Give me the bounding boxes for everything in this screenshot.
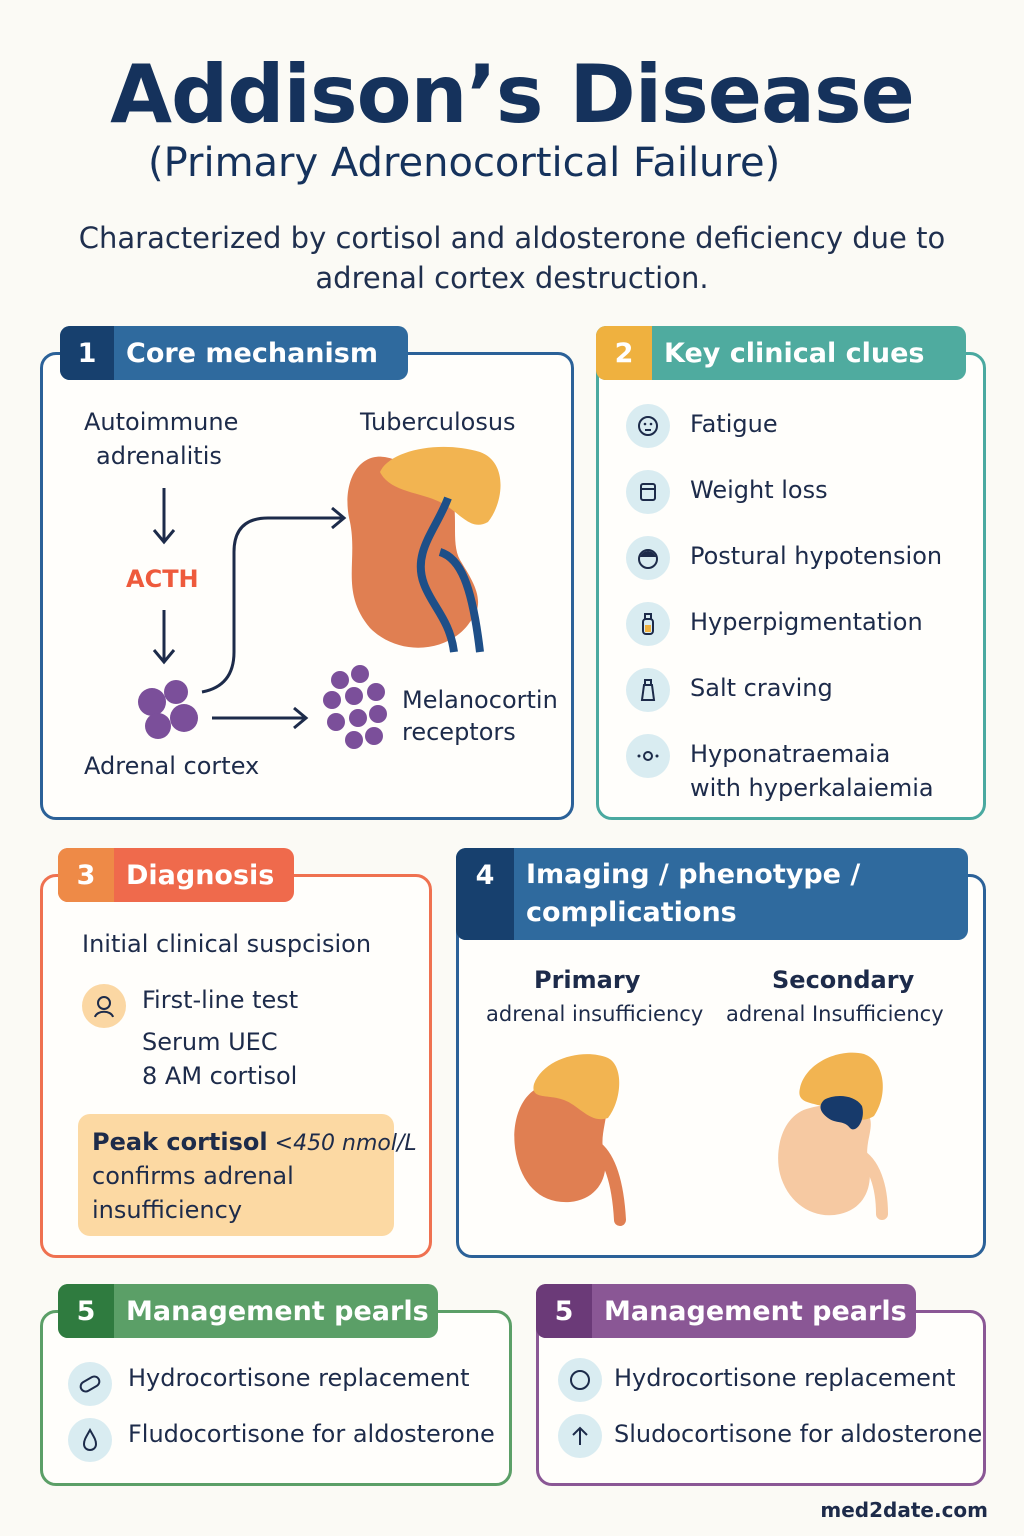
- autoimmune-label: Autoimmune: [84, 408, 239, 436]
- clinical-clue-label: Hyperpigmentation: [690, 608, 923, 636]
- page-title: Addison’s Disease: [110, 48, 915, 141]
- receptor-cells-icon: [323, 665, 387, 749]
- kidney-icon: [347, 446, 501, 653]
- head-icon: [626, 536, 670, 580]
- section-title: Diagnosis: [126, 859, 275, 891]
- diagnosis-header: 3 Diagnosis: [58, 848, 294, 902]
- curved-arrow-icon: [201, 506, 347, 694]
- section-title-line1: Imaging / phenotype /: [526, 859, 861, 890]
- first-line-test: First-line test: [142, 986, 299, 1014]
- footer-site: med2date.com: [820, 1498, 988, 1522]
- primary-kidney-icon: [514, 1054, 626, 1226]
- section-title: Management pearls: [604, 1295, 907, 1327]
- ion-icon: [626, 734, 670, 778]
- adrenalitis-label: adrenalitis: [96, 442, 222, 470]
- face-icon: [626, 404, 670, 448]
- melanocortin-label: Melanocortin: [402, 686, 558, 714]
- clinical-clue-label-line2: with hyperkalaiemia: [690, 774, 934, 802]
- tuberculosus-label: Tuberculosus: [360, 408, 516, 436]
- core-mechanism-header: 1 Core mechanism: [60, 326, 408, 380]
- management-item2: Fludocortisone for aldosterone: [128, 1420, 495, 1448]
- clinical-clue-label: Salt craving: [690, 674, 833, 702]
- section-number: 1: [60, 326, 114, 380]
- peak-cortisol-box: [78, 1114, 394, 1236]
- confirms-line2: insufficiency: [92, 1196, 243, 1224]
- section-number: 3: [58, 848, 114, 902]
- clinical-clue-label: Weight loss: [690, 476, 828, 504]
- management-header-purple: 5 Management pearls: [536, 1284, 916, 1338]
- section-title: Management pearls: [126, 1295, 429, 1327]
- secondary-subtitle: adrenal Insufficiency: [726, 1002, 944, 1026]
- cortisol-8am: 8 AM cortisol: [142, 1062, 298, 1090]
- management-card-green: [40, 1310, 512, 1486]
- salt-icon: [626, 668, 670, 712]
- primary-subtitle: adrenal insufficiency: [486, 1002, 704, 1026]
- page-subtitle: (Primary Adrenocortical Failure): [148, 140, 781, 186]
- mechanism-diagram: [138, 446, 501, 749]
- management-item2: Sludocortisone for aldosterone: [614, 1420, 983, 1448]
- core-mechanism-card: [40, 352, 574, 820]
- clinical-clue-label: Fatigue: [690, 410, 778, 438]
- right-arrow-icon: [212, 706, 309, 730]
- up-arrow-icon: [558, 1414, 602, 1458]
- scale-icon: [626, 470, 670, 514]
- section-title-line2: complications: [526, 897, 737, 928]
- clinical-clues-header: 2 Key clinical clues: [596, 326, 966, 380]
- clinical-clue-label: Hyponatraemaia: [690, 740, 891, 768]
- secondary-title: Secondary: [772, 966, 915, 994]
- down-arrow-icon: [152, 610, 176, 665]
- acth-label: ACTH: [126, 565, 199, 593]
- serum-uec: Serum UEC: [142, 1028, 278, 1056]
- page-description: Characterized by cortisol and aldosteron…: [78, 221, 946, 295]
- peak-cortisol: Peak cortisol <450 nmol/L: [92, 1128, 417, 1156]
- primary-title: Primary: [534, 966, 641, 994]
- person-icon: [82, 984, 126, 1028]
- down-arrow-icon: [152, 488, 176, 545]
- receptors-label: receptors: [402, 718, 516, 746]
- management-item1: Hydrocortisone replacement: [128, 1364, 470, 1392]
- imaging-header: 4 Imaging / phenotype / complications: [456, 848, 968, 940]
- clinical-clue-label: Postural hypotension: [690, 542, 943, 570]
- section-number: 2: [596, 326, 652, 380]
- section-number: 5: [58, 1284, 114, 1338]
- management-header-green: 5 Management pearls: [58, 1284, 438, 1338]
- section-title: Core mechanism: [126, 337, 378, 369]
- section-number: 4: [456, 848, 514, 940]
- drop-icon: [68, 1418, 112, 1462]
- section-title: Key clinical clues: [664, 337, 925, 369]
- circle-icon: [558, 1358, 602, 1402]
- section-number: 5: [536, 1284, 592, 1338]
- secondary-kidney-icon: [778, 1052, 888, 1220]
- pill-icon: [68, 1362, 112, 1406]
- bottle-icon: [626, 602, 670, 646]
- confirms-line1: confirms adrenal: [92, 1162, 294, 1190]
- initial-suspicion: Initial clinical suspcision: [82, 930, 372, 958]
- management-item1: Hydrocortisone replacement: [614, 1364, 956, 1392]
- cortex-cells-icon: [138, 680, 198, 739]
- adrenal-cortex-label: Adrenal cortex: [84, 752, 260, 780]
